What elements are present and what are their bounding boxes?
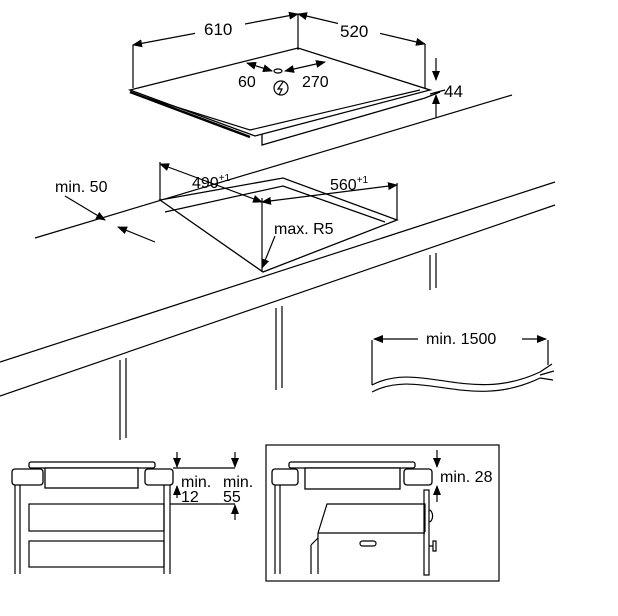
cable-length-label: min. 1500 (426, 331, 496, 348)
hob-width-label: 610 (204, 20, 232, 39)
lightning-bolt-circle-icon (273, 80, 289, 96)
power-cable (371, 335, 555, 393)
min-value-12: 12 (181, 489, 199, 506)
corner-radius-label: max. R5 (274, 221, 334, 238)
hob-depth-label: 520 (340, 22, 368, 41)
cutout (64, 162, 399, 273)
section-drawers (11, 452, 239, 574)
worktop (0, 94, 556, 440)
min-value-55: 55 (223, 489, 241, 506)
min-edge-distance-label: min. 50 (55, 179, 108, 196)
hob-top-view (127, 11, 446, 146)
cutout-depth-label: 560+1 (330, 175, 369, 194)
cutout-width-label: 490+1 (192, 173, 231, 192)
min-28-label: min. 28 (440, 469, 493, 486)
min-label-a: min. (181, 474, 211, 491)
connection-left-label: 60 (238, 74, 256, 91)
min-label-b: min. (223, 474, 253, 491)
connection-right-label: 270 (302, 74, 329, 91)
section-oven (265, 444, 500, 582)
hob-height-label: 44 (444, 82, 463, 101)
